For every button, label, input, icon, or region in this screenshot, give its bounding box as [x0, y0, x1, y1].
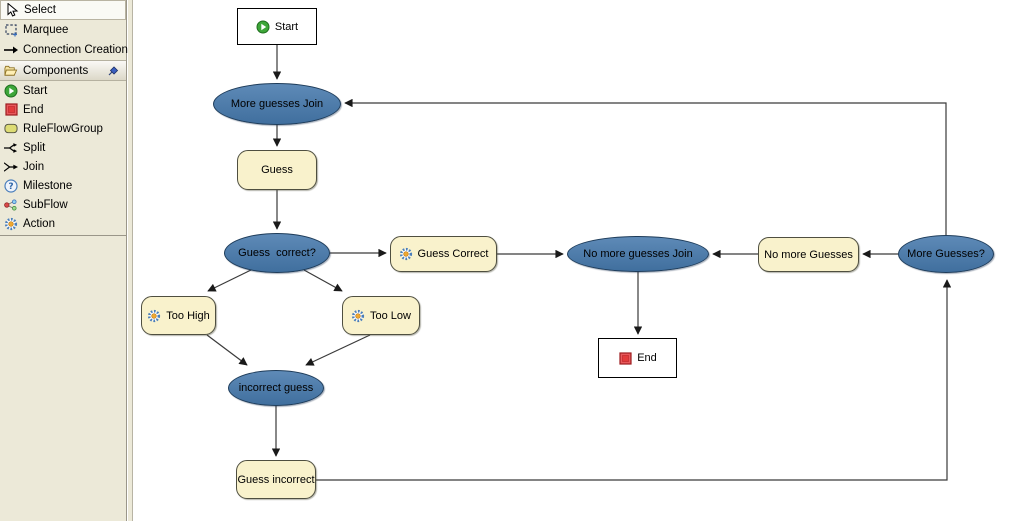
component-action[interactable]: Action	[0, 214, 126, 233]
node-label: Guess Correct	[417, 248, 489, 260]
node-label: No more guesses Join	[583, 248, 693, 260]
node-no-more-guesses[interactable]: No more Guesses	[758, 237, 859, 272]
components-list: Start End RuleFlowGroup Split	[0, 81, 126, 236]
pin-icon[interactable]	[106, 64, 120, 78]
connection-arrow-icon	[4, 43, 18, 57]
node-label: Start	[274, 20, 299, 33]
node-end[interactable]: End	[598, 338, 677, 378]
split-icon	[4, 141, 18, 155]
component-ruleflowgroup-label: RuleFlowGroup	[23, 122, 103, 135]
node-incorrect-guess-join[interactable]: incorrect guess	[228, 370, 324, 406]
node-guess-correct-split[interactable]: Guess correct?	[224, 233, 330, 273]
component-subflow-label: SubFlow	[23, 198, 68, 211]
palette-splitter[interactable]	[128, 0, 133, 521]
milestone-icon: ?	[4, 178, 18, 193]
action-gear-icon	[399, 247, 413, 261]
node-start[interactable]: Start	[237, 8, 317, 45]
component-split-label: Split	[23, 141, 46, 154]
component-start-label: Start	[23, 84, 48, 97]
component-split[interactable]: Split	[0, 138, 126, 157]
component-start[interactable]: Start	[0, 81, 126, 100]
tool-marquee-label: Marquee	[23, 24, 69, 36]
node-label: Guess incorrect	[237, 473, 315, 486]
diagram-canvas[interactable]: Start More guesses Join Guess Guess corr…	[133, 0, 1019, 521]
start-icon	[4, 84, 18, 98]
node-label: More Guesses?	[907, 248, 985, 260]
subflow-icon	[4, 198, 18, 212]
flow-edges	[206, 45, 952, 481]
end-icon	[618, 351, 632, 365]
node-label: Too Low	[370, 309, 411, 322]
node-guess-incorrect[interactable]: Guess incorrect	[236, 460, 316, 499]
action-icon	[4, 217, 18, 231]
node-more-guesses-join[interactable]: More guesses Join	[213, 83, 341, 125]
tool-select-label: Select	[24, 4, 56, 16]
folder-icon	[4, 64, 18, 78]
ruleflowgroup-icon	[4, 122, 18, 136]
action-gear-icon	[147, 309, 161, 323]
node-label: Too High	[166, 309, 210, 322]
component-subflow[interactable]: SubFlow	[0, 195, 126, 214]
action-gear-icon	[351, 309, 365, 323]
tool-marquee[interactable]: Marquee	[0, 20, 126, 40]
component-end[interactable]: End	[0, 100, 126, 119]
node-guess-correct-action[interactable]: Guess Correct	[390, 236, 497, 272]
cursor-icon	[5, 3, 19, 17]
tool-select[interactable]: Select	[0, 0, 126, 20]
components-drawer-header[interactable]: Components	[0, 60, 126, 81]
component-action-label: Action	[23, 217, 55, 230]
component-milestone[interactable]: ? Milestone	[0, 176, 126, 195]
svg-text:?: ?	[8, 182, 13, 192]
node-too-low[interactable]: Too Low	[342, 296, 420, 335]
node-label: No more Guesses	[764, 248, 853, 261]
tool-connection-creation[interactable]: Connection Creation	[0, 40, 128, 60]
node-more-guesses-split[interactable]: More Guesses?	[898, 235, 994, 273]
components-drawer-label: Components	[23, 64, 89, 77]
tool-connection-creation-label: Connection Creation	[23, 44, 128, 56]
node-label: Guess correct?	[238, 247, 316, 259]
start-icon	[256, 20, 270, 34]
end-icon	[4, 103, 18, 117]
node-too-high[interactable]: Too High	[141, 296, 216, 335]
component-join[interactable]: Join	[0, 157, 126, 176]
join-icon	[4, 160, 18, 174]
component-ruleflowgroup[interactable]: RuleFlowGroup	[0, 119, 126, 138]
node-label: incorrect guess	[238, 382, 314, 394]
node-label: More guesses Join	[230, 98, 324, 110]
marquee-icon	[4, 23, 18, 37]
component-milestone-label: Milestone	[23, 179, 73, 192]
palette: Select Marquee Connection Creation Compo…	[0, 0, 128, 521]
component-join-label: Join	[23, 160, 45, 173]
node-label: End	[637, 352, 657, 364]
component-end-label: End	[23, 103, 44, 116]
node-guess[interactable]: Guess	[237, 150, 317, 190]
node-no-more-guesses-join[interactable]: No more guesses Join	[567, 236, 709, 272]
node-label: Guess	[261, 164, 293, 176]
